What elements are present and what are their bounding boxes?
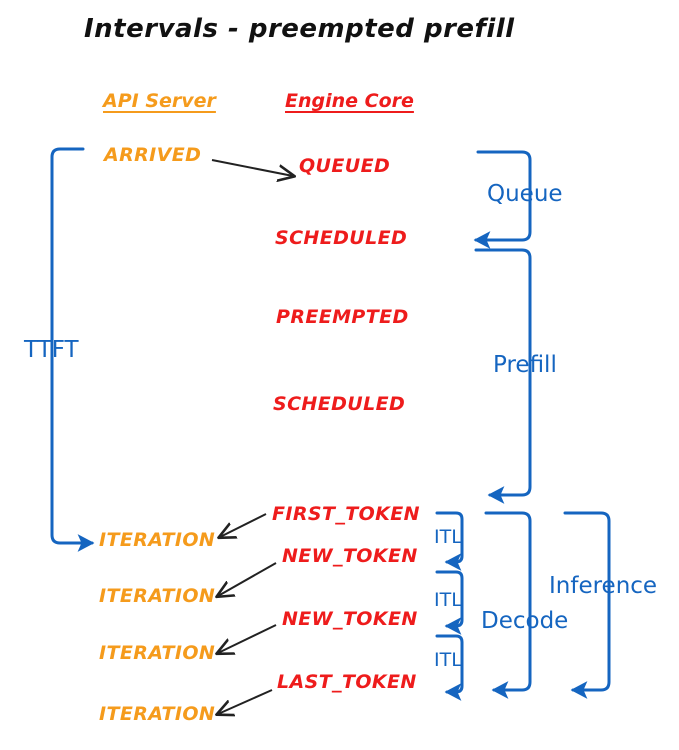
event-last-token: LAST_TOKEN [277,671,417,693]
event-iteration-3: ITERATION [99,642,216,664]
interval-label-itl-2: ITL [434,589,462,611]
interval-label-prefill: Prefill [493,352,557,378]
bracket-decode [484,511,532,699]
interval-label-decode: Decode [481,608,569,634]
event-preempted: PREEMPTED [276,306,409,328]
event-scheduled-2: SCHEDULED [273,393,406,415]
interval-label-inference: Inference [549,573,658,599]
event-scheduled-1: SCHEDULED [275,227,408,249]
event-iteration-1: ITERATION [99,529,216,551]
event-first-token: FIRST_TOKEN [272,503,420,525]
interval-label-queue: Queue [487,181,563,207]
event-arrived: ARRIVED [104,144,202,166]
event-new-token-2: NEW_TOKEN [282,608,418,630]
arrow-arrived-to-queued [211,159,293,176]
arrow-new-token-1-to-iteration [218,562,277,596]
column-header-engine-core: Engine Core [285,90,414,112]
column-header-api-server: API Server [103,90,216,112]
arrow-last-token-to-iteration [218,689,273,714]
event-iteration-2: ITERATION [99,585,216,607]
interval-label-ttft: TTFT [24,337,79,363]
arrow-new-token-2-to-iteration [218,624,277,653]
interval-label-itl-3: ITL [434,649,462,671]
interval-label-itl-1: ITL [434,526,462,548]
event-new-token-1: NEW_TOKEN [282,545,418,567]
page-title: Intervals - preempted prefill [84,14,515,44]
arrow-first-token-to-iteration [220,513,267,537]
event-queued: QUEUED [299,155,391,177]
event-iteration-4: ITERATION [99,703,216,725]
bracket-inference [563,511,611,699]
